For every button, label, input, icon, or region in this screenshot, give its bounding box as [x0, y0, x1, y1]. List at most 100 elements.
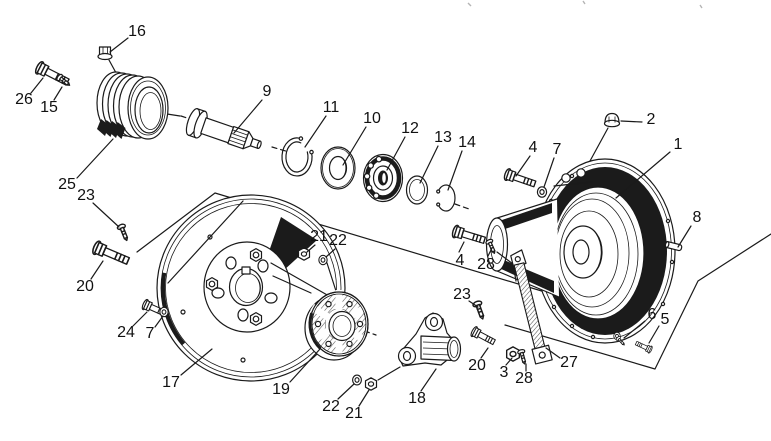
flywheel-part-17	[156, 194, 346, 382]
part-number-label-17: 17	[162, 374, 180, 391]
callout-leader-10	[342, 126, 367, 166]
pin-part-23b	[471, 299, 488, 322]
part-number-label-10: 10	[363, 110, 381, 127]
callout-leader-22	[337, 383, 355, 400]
coupling-disc-part-19	[304, 290, 369, 361]
callout-leader-8	[677, 225, 692, 248]
part-number-label-23: 23	[77, 187, 95, 204]
part-number-label-28: 28	[477, 256, 495, 273]
bolt-part-20	[90, 239, 132, 269]
callout-leader-19	[289, 348, 321, 383]
part-number-label-4: 4	[529, 139, 538, 156]
diagram-line	[272, 275, 312, 294]
part-number-label-2: 2	[647, 111, 656, 128]
callout-leader-2	[620, 120, 643, 123]
part-number-label-16: 16	[128, 23, 146, 40]
part-number-label-19: 19	[272, 381, 290, 398]
part-number-label-5: 5	[661, 311, 670, 328]
callout-leader-7	[154, 315, 164, 328]
diagram-line	[270, 262, 330, 297]
diagram-line	[136, 192, 546, 293]
part-number-label-22: 22	[322, 398, 340, 415]
scan-specks	[467, 0, 703, 9]
callout-leader-26	[30, 77, 44, 94]
diagram-line	[326, 262, 337, 292]
part-number-label-22: 22	[329, 232, 347, 249]
callout-leader-20	[480, 347, 489, 359]
callout-leader-9	[233, 99, 263, 134]
callout-leader-15	[53, 86, 63, 101]
cap-nut-part-2	[603, 112, 621, 128]
bracket-part-18	[397, 312, 462, 367]
callout-leader-22	[325, 248, 336, 258]
part-number-label-27: 27	[560, 354, 578, 371]
part-number-label-21: 21	[345, 405, 363, 422]
callout-leader-5	[648, 325, 660, 344]
part-number-label-12: 12	[401, 120, 419, 137]
callout-leader-23	[468, 300, 479, 308]
callout-leader-25	[76, 138, 114, 179]
bolt-part-4b	[450, 223, 488, 248]
washer-part-7a	[536, 186, 548, 198]
part-number-label-20: 20	[468, 357, 486, 374]
callout-leader-21	[306, 244, 316, 253]
callout-leader-11	[304, 115, 327, 148]
callout-leader-4	[458, 241, 465, 253]
bearing-part-12	[362, 153, 404, 203]
leader-lines	[30, 37, 692, 407]
callout-leader-7	[543, 157, 555, 188]
part-number-label-11: 11	[323, 99, 340, 116]
part-number-label-8: 8	[693, 209, 702, 226]
diagram-line	[454, 203, 470, 210]
callout-leader-14	[447, 150, 463, 191]
part-number-label-23: 23	[453, 286, 471, 303]
callout-leader-16	[109, 37, 129, 53]
diagram-line	[271, 146, 290, 153]
callout-leader-24	[132, 311, 148, 327]
nut-part-21a	[297, 247, 311, 261]
callout-leader-28	[487, 247, 493, 257]
callout-leader-4	[515, 155, 531, 177]
callout-leader-18	[420, 368, 437, 392]
housing-part-1	[534, 158, 676, 344]
snap-ring-part-11	[281, 136, 314, 177]
callout-leader-27	[545, 347, 561, 359]
part-number-label-15: 15	[40, 99, 58, 116]
part-number-label-28: 28	[515, 370, 533, 387]
part-number-label-18: 18	[408, 390, 426, 407]
nut-part-3	[505, 346, 521, 362]
callout-leader-20	[90, 260, 104, 280]
circlip-part-14	[436, 184, 456, 212]
callout-leader-17	[180, 348, 213, 376]
flange-nut-part-16	[97, 46, 113, 61]
callout-leader-23	[92, 202, 120, 228]
housing-hub-cylinder	[485, 198, 560, 298]
bolt-part-20b	[469, 325, 498, 348]
part-number-label-24: 24	[117, 324, 135, 341]
callout-leader-13	[419, 145, 439, 184]
washer-part-7b	[159, 306, 169, 318]
strap-part-27	[510, 249, 553, 365]
part-number-label-25: 25	[58, 176, 76, 193]
part-number-label-6: 6	[648, 306, 657, 323]
part-number-label-20: 20	[76, 278, 94, 295]
part-number-label-26: 26	[15, 91, 33, 108]
alignment-lines	[167, 200, 517, 381]
washer-part-10	[320, 146, 356, 190]
callout-leader-12	[386, 136, 406, 171]
ring-part-13	[405, 175, 429, 205]
callout-leader-3	[505, 357, 513, 366]
part-number-label-13: 13	[434, 129, 452, 146]
callout-leader-21	[358, 389, 370, 407]
part-number-label-14: 14	[458, 134, 476, 151]
shaft-part-9	[185, 108, 262, 150]
diagram-line	[504, 233, 771, 370]
part-number-label-1: 1	[674, 136, 683, 153]
part-number-label-7: 7	[553, 141, 562, 158]
part-number-label-3: 3	[500, 364, 509, 381]
part-number-label-7: 7	[146, 325, 155, 342]
callout-leader-1	[615, 151, 671, 199]
